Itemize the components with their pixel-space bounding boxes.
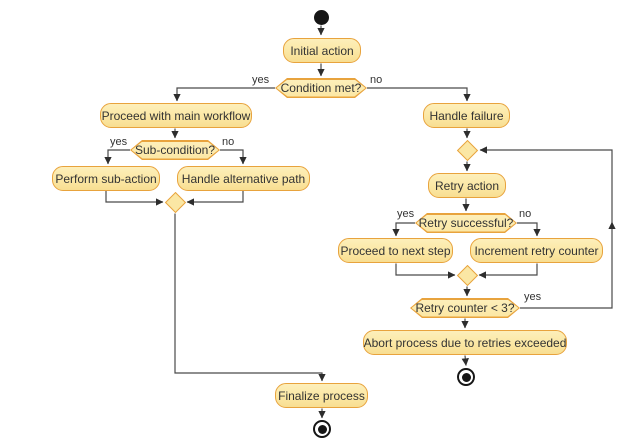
activity-handle-failure: Handle failure	[423, 103, 510, 128]
activity-handle-alternative-path: Handle alternative path	[177, 166, 310, 191]
activity-initial-action: Initial action	[283, 38, 361, 63]
start-node	[314, 10, 329, 25]
edge-label-sub-yes: yes	[110, 136, 128, 148]
decision-retry-counter: Retry counter < 3?	[410, 298, 520, 318]
edge-label-retry-yes: yes	[397, 208, 415, 220]
activity-finalize-process: Finalize process	[275, 383, 368, 408]
activity-increment-retry-counter: Increment retry counter	[470, 238, 603, 263]
edge-increment-to-merge	[478, 263, 538, 279]
edge-merge-to-finalize	[174, 213, 326, 382]
edge-retrysuccess-no	[517, 222, 541, 237]
activity-proceed-next-step: Proceed to next step	[338, 238, 453, 263]
edge-sub-yes	[104, 149, 130, 165]
decision-retry-successful-label: Retry successful?	[418, 216, 514, 230]
edge-counter-yes-back	[479, 146, 613, 222]
activity-proceed-main-workflow: Proceed with main workflow	[100, 103, 252, 128]
decision-condition-met-label: Condition met?	[280, 81, 362, 95]
edge-label-retry-no: no	[519, 208, 532, 220]
activity-abort-process: Abort process due to retries exceeded	[363, 330, 567, 355]
final-node-bottom	[313, 420, 331, 438]
edge-retrysuccess-yes	[392, 222, 415, 237]
activity-perform-sub-action: Perform sub-action	[52, 166, 160, 191]
edge-proceednext-to-merge	[395, 263, 456, 279]
edge-label-condition-no: no	[370, 74, 383, 86]
edge-label-condition-yes: yes	[252, 74, 270, 86]
edge-label-counter-yes: yes	[524, 291, 542, 303]
edge-sub-no	[220, 149, 247, 165]
final-node-right	[457, 368, 475, 386]
final-node-right-dot	[461, 372, 471, 382]
activity-retry-action: Retry action	[428, 173, 506, 198]
edge-counter-yes-up	[520, 221, 616, 309]
decision-sub-condition-fill	[132, 142, 219, 159]
edge-handlealt-to-merge	[186, 191, 244, 206]
edge-performsub-to-merge	[105, 191, 164, 206]
decision-retry-counter-label: Retry counter < 3?	[415, 301, 515, 315]
decision-retry-successful: Retry successful?	[415, 213, 517, 233]
edge-label-sub-no: no	[222, 136, 235, 148]
decision-retry-successful-fill	[417, 215, 516, 232]
decision-condition-met-fill	[277, 80, 366, 97]
decision-retry-counter-fill	[412, 300, 519, 317]
final-node-bottom-dot	[317, 424, 327, 434]
edge-abort-to-final	[461, 355, 469, 366]
edge-condition-no	[367, 87, 471, 102]
decision-sub-condition: Sub-condition?	[130, 140, 220, 160]
decision-condition-met: Condition met?	[275, 78, 367, 98]
edge-condition-yes	[173, 87, 275, 102]
decision-sub-condition-label: Sub-condition?	[134, 143, 216, 157]
